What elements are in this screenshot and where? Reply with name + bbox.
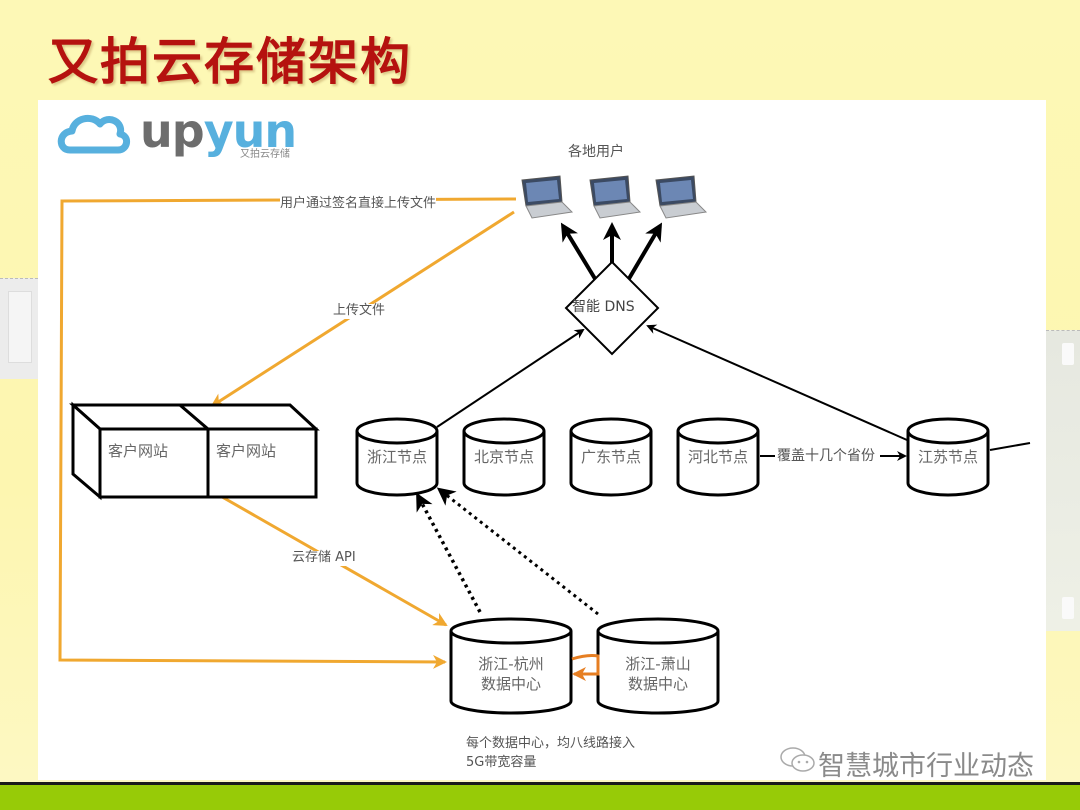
wechat-icon <box>780 747 815 772</box>
logo-subtitle: 又拍云存储 <box>240 149 290 160</box>
upload-file-label: 上传文件 <box>333 303 386 319</box>
datacenter-hangzhou-line1: 浙江-杭州 <box>478 655 544 673</box>
node-cylinders <box>355 417 990 497</box>
edge-dns-user-3 <box>625 222 663 284</box>
node-zhejiang <box>355 417 439 497</box>
node-label-guangdong: 广东节点 <box>580 448 641 466</box>
cloud-api-label: 云存储 API <box>292 550 356 566</box>
website-label-1: 客户网站 <box>108 442 169 460</box>
note-line1: 每个数据中心，均八线路接入 <box>466 736 636 751</box>
edge-jiangsu-out <box>989 442 1031 451</box>
datacenter-xiaoshan-line2: 数据中心 <box>627 675 688 693</box>
edge-xiaoshan-hangzhou <box>571 653 600 681</box>
note-line2: 5G带宽容量 <box>466 755 537 770</box>
logo-part1: up <box>140 104 205 158</box>
decorative-right-panel <box>1046 330 1080 631</box>
edge-zhejiang-dns <box>436 328 585 428</box>
datacenter-xiaoshan-line1: 浙江-萧山 <box>625 655 691 673</box>
node-label-jiangsu: 江苏节点 <box>917 448 978 466</box>
laptop-icon <box>521 175 573 219</box>
node-label-beijing: 北京节点 <box>473 448 534 466</box>
datacenter-cylinders <box>449 617 720 715</box>
datacenter-hangzhou <box>449 617 573 715</box>
edge-dns-user-1 <box>560 222 599 284</box>
website-box-2 <box>175 403 320 499</box>
upyun-logo: upyun <box>140 104 297 158</box>
bottom-bar <box>0 782 1080 810</box>
laptop-icon <box>655 175 707 219</box>
node-hebei <box>676 417 760 497</box>
datacenter-xiaoshan <box>596 617 720 715</box>
node-guangdong <box>569 417 653 497</box>
node-jiangsu <box>906 417 990 497</box>
dns-label: 智能 DNS <box>572 299 635 315</box>
watermark-text: 智慧城市行业动态 <box>818 751 1034 782</box>
website-label-2: 客户网站 <box>216 442 277 460</box>
edge-jiangsu-dns <box>646 324 908 441</box>
datacenter-label-hangzhou: 浙江-杭州 数据中心 <box>451 654 571 694</box>
logo-part2: yun <box>203 104 297 158</box>
dns-diamond <box>564 260 660 356</box>
users-label: 各地用户 <box>568 144 624 160</box>
datacenter-hangzhou-line2: 数据中心 <box>480 675 541 693</box>
cloud-icon <box>57 114 130 154</box>
direct-upload-label: 用户通过签名直接上传文件 <box>280 196 437 212</box>
node-beijing <box>462 417 546 497</box>
coverage-label: 覆盖十几个省份 <box>777 448 875 465</box>
laptop-icon <box>589 175 641 219</box>
node-label-hebei: 河北节点 <box>687 448 748 466</box>
edge-hangzhou-zhejiang <box>416 492 482 613</box>
slide-title: 又拍云存储架构 <box>48 32 412 91</box>
node-label-zhejiang: 浙江节点 <box>366 448 427 466</box>
decorative-left-panel <box>0 278 38 379</box>
edge-xiaoshan-zhejiang <box>436 487 599 616</box>
datacenter-label-xiaoshan: 浙江-萧山 数据中心 <box>598 654 718 694</box>
